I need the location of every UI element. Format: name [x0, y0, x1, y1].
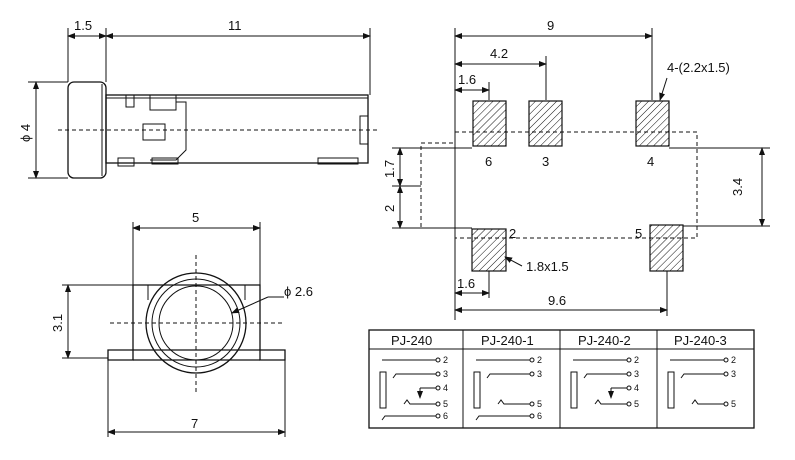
- pin-b-6: 6: [537, 411, 542, 421]
- schematic-pj240-3: 2 3 5: [667, 355, 736, 409]
- pin-a-3: 3: [443, 369, 448, 379]
- pin-d-2: 2: [731, 355, 736, 365]
- schematic-pj240: 2 3 4 5 6: [379, 355, 448, 421]
- pad-5: [649, 224, 684, 272]
- pad-label-2: 2: [509, 226, 516, 241]
- table-header-pj240-1: PJ-240-1: [481, 333, 534, 348]
- pad-label-4: 4: [647, 154, 654, 169]
- dim-9-6: 9.6: [548, 293, 566, 308]
- schematic-pj240-1: 2 3 5 6: [473, 355, 542, 421]
- pin-c-2: 2: [634, 355, 639, 365]
- dim-2: 2: [382, 205, 397, 212]
- pin-a-4: 4: [443, 383, 448, 393]
- pcb-footprint: 9 4.2 1.6 4-(2.2x1.5) 6 3 4 2 5 1.7 2: [382, 18, 770, 320]
- dim-pads4: 4-(2.2x1.5): [667, 60, 730, 75]
- dim-1-6-bottom: 1.6: [457, 276, 475, 291]
- dim-front-7: 7: [191, 416, 198, 431]
- pin-b-5: 5: [537, 399, 542, 409]
- dim-4-2: 4.2: [490, 46, 508, 61]
- dim-9: 9: [547, 18, 554, 33]
- pin-a-5: 5: [443, 399, 448, 409]
- dim-side-11: 11: [228, 18, 242, 33]
- pin-a-2: 2: [443, 355, 448, 365]
- dim-pad2: 1.8x1.5: [526, 259, 569, 274]
- pin-d-3: 3: [731, 369, 736, 379]
- front-view: 5 3.1 ϕ 2.6 7: [50, 210, 313, 437]
- pad-4: [635, 100, 670, 147]
- pin-d-5: 5: [731, 399, 736, 409]
- pad-label-5: 5: [635, 226, 642, 241]
- pad-2: [471, 228, 507, 272]
- pin-c-5: 5: [634, 399, 639, 409]
- variant-table: PJ-240 PJ-240-1 PJ-240-2 PJ-240-3 2 3 4 …: [368, 329, 755, 429]
- pin-b-3: 3: [537, 369, 542, 379]
- pin-c-4: 4: [634, 383, 639, 393]
- side-view: 1.5 11 ϕ 4: [18, 18, 380, 179]
- dim-front-dia: ϕ 2.6: [284, 284, 313, 299]
- pad-3: [528, 100, 563, 147]
- dim-front-3-1: 3.1: [50, 314, 65, 332]
- dim-1-6-top: 1.6: [458, 72, 476, 87]
- table-header-pj240-2: PJ-240-2: [578, 333, 631, 348]
- schematic-pj240-2: 2 3 4 5: [570, 355, 639, 409]
- dim-front-5: 5: [192, 210, 199, 225]
- dim-side-1-5: 1.5: [74, 18, 92, 33]
- dim-1-7: 1.7: [382, 160, 397, 178]
- pad-label-3: 3: [542, 154, 549, 169]
- pad-label-6: 6: [485, 154, 492, 169]
- table-header-pj240: PJ-240: [391, 333, 432, 348]
- pin-a-6: 6: [443, 411, 448, 421]
- pin-c-3: 3: [634, 369, 639, 379]
- pad-6: [472, 100, 507, 147]
- pin-b-2: 2: [537, 355, 542, 365]
- table-header-pj240-3: PJ-240-3: [674, 333, 727, 348]
- dim-3-4: 3.4: [730, 178, 745, 196]
- dim-side-dia: ϕ 4: [18, 124, 33, 142]
